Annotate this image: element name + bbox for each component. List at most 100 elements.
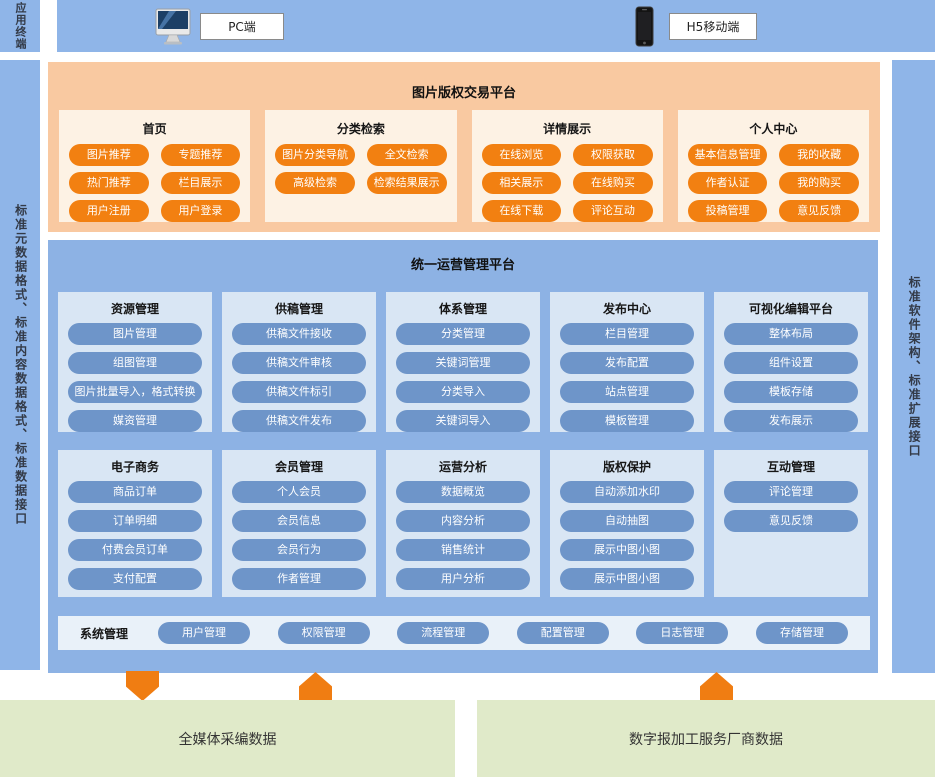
feature-pill: 分类管理 xyxy=(396,323,530,345)
feature-pill: 专题推荐 xyxy=(160,144,241,166)
module-title: 版权保护 xyxy=(602,460,651,474)
trading-group-category-search: 分类检索 图片分类导航 全文检索 高级检索 检索结果展示 xyxy=(265,110,457,222)
feature-pill: 展示中图小图 xyxy=(560,568,694,590)
rail-label: 应用终端 xyxy=(14,2,28,50)
data-source-label: 数字报加工服务厂商数据 xyxy=(629,731,783,748)
feature-pill: 评论管理 xyxy=(724,481,858,503)
feature-pill: 个人会员 xyxy=(232,481,366,503)
feature-pill: 栏目展示 xyxy=(160,172,241,194)
rail-standard-data-formats: 标准元数据格式、标准内容数据格式、标准数据接口 xyxy=(0,60,40,670)
group-title: 分类检索 xyxy=(336,122,385,136)
arrow-up-icon xyxy=(299,672,332,702)
feature-pill: 高级检索 xyxy=(275,172,355,194)
operations-platform-title: 统一运营管理平台 xyxy=(410,258,515,273)
feature-pill: 关键词导入 xyxy=(396,410,530,432)
smartphone-icon xyxy=(635,6,654,51)
feature-pill: 在线浏览 xyxy=(481,144,562,166)
feature-pill: 相关展示 xyxy=(481,172,562,194)
module-title: 电子商务 xyxy=(110,460,159,474)
feature-pill: 供稿文件接收 xyxy=(232,323,366,345)
data-source-label: 全媒体采编数据 xyxy=(178,731,277,748)
feature-pill: 销售统计 xyxy=(396,539,530,561)
feature-pill: 模板存储 xyxy=(724,381,858,403)
feature-pill: 媒资管理 xyxy=(68,410,202,432)
feature-pill: 存储管理 xyxy=(755,622,848,644)
feature-pill: 用户注册 xyxy=(69,200,149,222)
feature-pill: 供稿文件标引 xyxy=(232,381,366,403)
module-system-taxonomy: 体系管理 分类管理 关键词管理 分类导入 关键词导入 xyxy=(386,292,540,432)
feature-pill: 组图管理 xyxy=(68,352,202,374)
group-title: 首页 xyxy=(142,122,167,136)
module-visual-editing-platform: 可视化编辑平台 整体布局 组件设置 模板存储 发布展示 xyxy=(714,292,868,432)
image-copyright-trading-platform: 图片版权交易平台 首页 图片推荐 专题推荐 热门推荐 栏目展示 用户注册 用户登… xyxy=(48,62,880,232)
feature-pill: 付费会员订单 xyxy=(68,539,202,561)
feature-pill: 意见反馈 xyxy=(724,510,858,532)
rail-standard-architecture: 标准软件架构、标准扩展接口 xyxy=(892,60,935,673)
feature-pill: 图片管理 xyxy=(68,323,202,345)
pc-terminal-label: PC端 xyxy=(200,13,284,40)
feature-pill: 模板管理 xyxy=(560,410,694,432)
rail-label: 标准元数据格式、标准内容数据格式、标准数据接口 xyxy=(13,204,28,526)
feature-pill: 作者认证 xyxy=(687,172,768,194)
feature-pill: 权限管理 xyxy=(277,622,370,644)
feature-pill: 在线购买 xyxy=(573,172,653,194)
module-interaction-management: 互动管理 评论管理 意见反馈 xyxy=(714,450,868,597)
feature-pill: 会员行为 xyxy=(232,539,366,561)
feature-pill: 内容分析 xyxy=(396,510,530,532)
feature-pill: 整体布局 xyxy=(724,323,858,345)
feature-pill: 数据概览 xyxy=(396,481,530,503)
terminal-bar: PC端 H5移动端 xyxy=(57,0,935,52)
module-title: 可视化编辑平台 xyxy=(748,302,833,316)
rail-application-terminal: 应用终端 xyxy=(0,0,40,52)
feature-pill: 会员信息 xyxy=(232,510,366,532)
data-source-digital-newspaper: 数字报加工服务厂商数据 xyxy=(477,700,935,777)
module-title: 发布中心 xyxy=(602,302,651,316)
feature-pill: 供稿文件发布 xyxy=(232,410,366,432)
feature-pill: 站点管理 xyxy=(560,381,694,403)
module-title: 供稿管理 xyxy=(274,302,323,316)
trading-group-detail-display: 详情展示 在线浏览 权限获取 相关展示 在线购买 在线下载 评论互动 xyxy=(471,110,663,222)
trading-group-home: 首页 图片推荐 专题推荐 热门推荐 栏目展示 用户注册 用户登录 xyxy=(59,110,251,222)
feature-pill: 基本信息管理 xyxy=(687,144,768,166)
feature-pill: 栏目管理 xyxy=(560,323,694,345)
module-member-management: 会员管理 个人会员 会员信息 会员行为 作者管理 xyxy=(222,450,376,597)
feature-pill: 发布展示 xyxy=(724,410,858,432)
group-title: 个人中心 xyxy=(749,122,798,136)
module-title: 互动管理 xyxy=(766,460,815,474)
feature-pill: 意见反馈 xyxy=(779,200,859,222)
feature-pill: 商品订单 xyxy=(68,481,202,503)
system-management-row: 系统管理 用户管理 权限管理 流程管理 配置管理 日志管理 存储管理 xyxy=(58,616,870,650)
module-title: 资源管理 xyxy=(110,302,159,316)
feature-pill: 全文检索 xyxy=(366,144,447,166)
group-title: 详情展示 xyxy=(543,122,592,136)
feature-pill: 日志管理 xyxy=(636,622,729,644)
system-management-label: 系统管理 xyxy=(80,626,129,641)
feature-pill: 图片分类导航 xyxy=(275,144,355,166)
feature-pill: 投稿管理 xyxy=(687,200,768,222)
feature-pill: 用户管理 xyxy=(158,622,251,644)
module-title: 体系管理 xyxy=(438,302,487,316)
arrow-down-icon xyxy=(126,671,159,701)
h5-mobile-terminal-label: H5移动端 xyxy=(669,13,757,40)
feature-pill: 流程管理 xyxy=(397,622,490,644)
feature-pill: 权限获取 xyxy=(573,144,653,166)
module-contribution-management: 供稿管理 供稿文件接收 供稿文件审核 供稿文件标引 供稿文件发布 xyxy=(222,292,376,432)
feature-pill: 发布配置 xyxy=(560,352,694,374)
trading-platform-title: 图片版权交易平台 xyxy=(411,86,516,101)
feature-pill: 我的购买 xyxy=(779,172,859,194)
feature-pill: 自动抽图 xyxy=(560,510,694,532)
feature-pill: 订单明细 xyxy=(68,510,202,532)
feature-pill: 分类导入 xyxy=(396,381,530,403)
arrow-up-icon xyxy=(700,672,733,702)
feature-pill: 配置管理 xyxy=(516,622,609,644)
feature-pill: 热门推荐 xyxy=(69,172,149,194)
desktop-monitor-icon xyxy=(153,7,193,51)
feature-pill: 支付配置 xyxy=(68,568,202,590)
feature-pill: 图片推荐 xyxy=(69,144,149,166)
feature-pill: 图片批量导入，格式转换 xyxy=(68,381,202,403)
module-ecommerce: 电子商务 商品订单 订单明细 付费会员订单 支付配置 xyxy=(58,450,212,597)
trading-group-personal-center: 个人中心 基本信息管理 我的收藏 作者认证 我的购买 投稿管理 意见反馈 xyxy=(677,110,869,222)
feature-pill: 用户登录 xyxy=(160,200,241,222)
feature-pill: 评论互动 xyxy=(573,200,653,222)
module-operations-analysis: 运营分析 数据概览 内容分析 销售统计 用户分析 xyxy=(386,450,540,597)
